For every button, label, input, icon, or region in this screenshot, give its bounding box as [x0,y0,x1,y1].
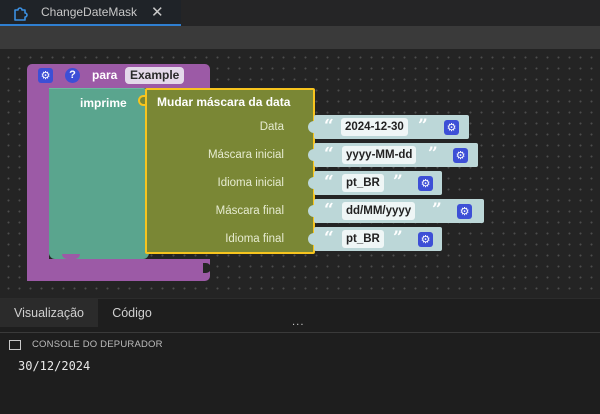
tab-title: ChangeDateMask [41,5,138,19]
close-quote-icon: ” [393,228,403,248]
tab-codigo[interactable]: Código [112,306,152,320]
row-label-data: Data [259,121,284,133]
console-output: 30/12/2024 [18,359,91,373]
gear-icon[interactable]: ⚙ [444,120,459,135]
close-quote-icon: ” [432,200,442,220]
tab-changedatemask[interactable]: ChangeDateMask ✕ [0,0,181,26]
text-field-idioma-inicial[interactable]: pt_BR [342,174,384,192]
block-connector [203,263,211,273]
gear-icon[interactable]: ⚙ [418,232,433,247]
procedure-block-footer[interactable] [27,259,210,281]
debug-console-header: CONSOLE DO DEPURADOR [0,332,600,354]
row-label-mascara-final: Máscara final [215,205,284,217]
help-icon[interactable]: ? [65,68,80,83]
row-label-idioma-final: Idioma final [225,233,284,245]
gear-icon[interactable]: ⚙ [418,176,433,191]
block-connector [308,149,317,161]
open-quote-icon: “ [324,144,334,164]
text-field-idioma-final[interactable]: pt_BR [342,230,384,248]
block-connector [62,254,80,259]
text-field-data[interactable]: 2024-12-30 [341,118,408,136]
more-options-icon[interactable]: ... [292,317,305,328]
block-connector [308,121,317,133]
block-connector [138,95,148,106]
block-connector [308,205,317,217]
text-block-idioma-final[interactable]: “ pt_BR ” ⚙ [308,227,442,251]
open-quote-icon: “ [324,172,334,192]
text-block-mascara-inicial[interactable]: “ yyyy-MM-dd ” ⚙ [308,143,478,167]
editor-tab-bar: ChangeDateMask ✕ [0,0,600,26]
row-label-mascara-inicial: Máscara inicial [207,149,284,161]
puzzle-icon [14,7,28,21]
gear-icon[interactable]: ⚙ [38,68,53,83]
row-label-idioma-inicial: Idioma inicial [217,177,284,189]
terminal-icon [9,340,21,350]
text-field-mascara-inicial[interactable]: yyyy-MM-dd [342,146,417,164]
procedure-label: para [92,68,118,82]
gear-icon[interactable]: ⚙ [457,204,472,219]
procedure-block-body[interactable] [27,88,49,281]
open-quote-icon: “ [324,228,334,248]
procedure-name-field[interactable]: Example [125,67,185,84]
text-field-mascara-final[interactable]: dd/MM/yyyy [342,202,416,220]
print-block-label: imprime [80,96,127,110]
console-title: CONSOLE DO DEPURADOR [32,339,163,350]
blocks-workspace[interactable]: ⚙ ? para Example imprime Mudar máscara d… [0,49,600,298]
print-block[interactable] [49,88,149,259]
text-block-mascara-final[interactable]: “ dd/MM/yyyy ” ⚙ [308,199,484,223]
text-block-data[interactable]: “ 2024-12-30 ” ⚙ [308,115,469,139]
open-quote-icon: “ [324,200,334,220]
close-quote-icon: ” [393,172,403,192]
open-quote-icon: “ [324,116,334,136]
close-quote-icon: ” [418,116,428,136]
gear-icon[interactable]: ⚙ [453,148,468,163]
close-icon[interactable]: ✕ [151,3,164,21]
change-date-mask-block[interactable] [145,88,315,254]
tab-visualizacao[interactable]: Visualização [0,299,98,327]
toolbar [0,26,600,49]
change-date-mask-title: Mudar máscara da data [157,95,291,109]
text-block-idioma-inicial[interactable]: “ pt_BR ” ⚙ [308,171,442,195]
block-connector [308,177,317,189]
panel-tab-bar: Visualização Código [0,298,600,327]
block-connector [308,233,317,245]
close-quote-icon: ” [428,144,438,164]
